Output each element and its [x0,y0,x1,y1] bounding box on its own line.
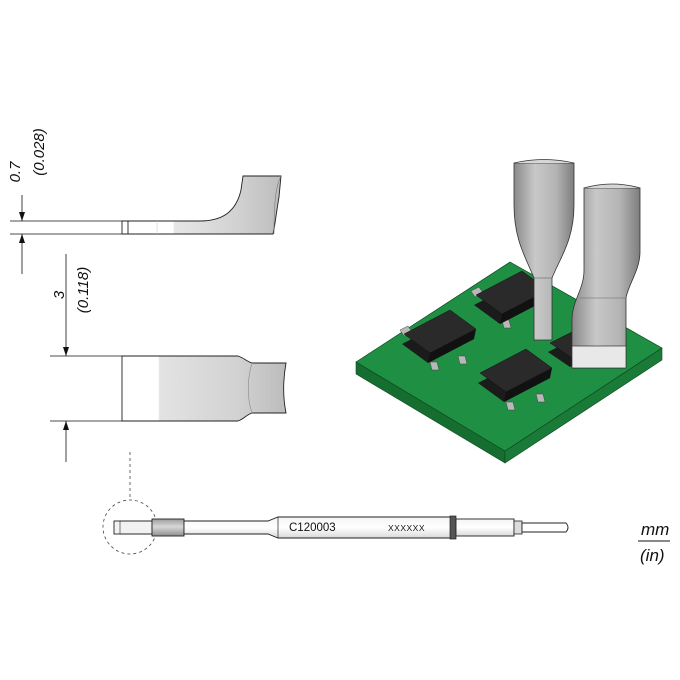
width-in-label: (0.118) [75,267,92,313]
thickness-in-label: (0.028) [31,128,48,176]
width-dimension: 3 (0.118) [50,254,122,462]
sot23-chip [399,309,477,371]
width-mm-label: 3 [51,290,68,299]
soldering-blade-right [571,183,641,369]
tip-top-view [121,355,287,422]
soldering-blade-left [513,159,575,341]
serial-number: XXXXXX [388,523,425,533]
thickness-mm-label: 0.7 [7,161,24,183]
sot23-chip [478,348,553,411]
pcb-illustration [355,159,663,464]
part-code: C120003 [289,522,336,534]
tip-side-view [121,175,282,235]
thickness-dimension: 0.7 (0.028) [7,128,122,274]
full-tip-overview: C120003 XXXXXX [102,499,569,555]
units-in: (in) [640,546,665,565]
units-mm: mm [641,520,669,539]
units-legend: mm (in) [638,520,670,565]
